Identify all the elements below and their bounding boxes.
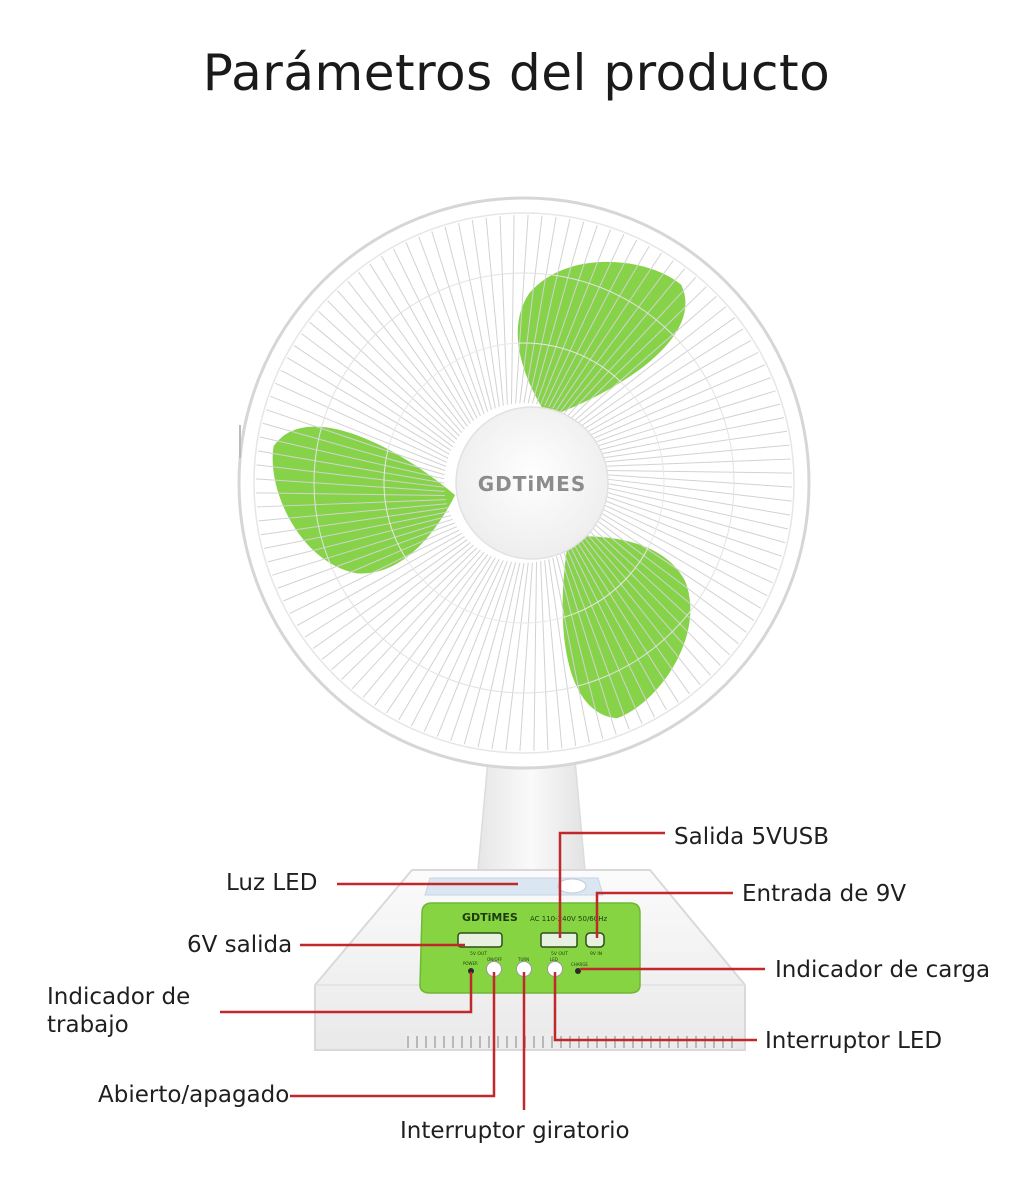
page-title: Parámetros del producto	[202, 44, 831, 102]
label-entrada-9v: Entrada de 9V	[742, 881, 907, 907]
label-indicador-trabajo: Indicador de trabajo	[47, 984, 191, 1038]
callout-lines	[220, 831, 765, 1110]
panel-label: 9V IN	[590, 951, 602, 957]
fan-hub-brand: GDTiMES	[478, 472, 586, 496]
label-salida-usb: Salida 5VUSB	[674, 824, 830, 850]
panel-label: 5V OUT	[551, 951, 568, 957]
label-indicador-carga: Indicador de carga	[775, 957, 991, 983]
callout-indicador-trabajo	[220, 972, 473, 1014]
label-luz-led: Luz LED	[226, 870, 318, 896]
fan-blade	[272, 426, 456, 574]
label-interruptor-giratorio: Interruptor giratorio	[400, 1118, 630, 1144]
control-panel: GDTiMES AC 110-240V 50/60Hz 5V OUT 5V OU…	[419, 902, 641, 994]
fan-neck	[477, 759, 586, 871]
work-indicator-led	[468, 968, 474, 974]
panel-label: POWER	[463, 961, 478, 966]
callout-entrada-9v	[595, 891, 733, 938]
panel-spec: AC 110-240V 50/60Hz	[530, 915, 607, 923]
panel-brand: GDTiMES	[462, 911, 518, 924]
callout-salida-usb	[558, 831, 665, 938]
panel-label: ON/OFF	[487, 957, 503, 962]
charge-indicator-led	[575, 968, 581, 974]
panel-label: CHARGE	[571, 962, 588, 967]
label-6v-salida: 6V salida	[187, 932, 293, 958]
fan-head: GDTiMES	[237, 196, 811, 770]
fan-hub	[455, 406, 609, 560]
label-abierto-apagado: Abierto/apagado	[98, 1082, 290, 1108]
dc-6v-port	[457, 932, 503, 948]
callout-abierto-apagado	[290, 972, 496, 1098]
panel-label: TURN	[517, 957, 529, 962]
label-interruptor-led: Interruptor LED	[765, 1028, 943, 1054]
callout-interruptor-led	[553, 972, 757, 1042]
led-light	[424, 877, 604, 896]
dc-9v-port	[585, 932, 605, 948]
panel-label: LED	[550, 957, 558, 962]
panel-label: 5V OUT	[470, 951, 487, 957]
